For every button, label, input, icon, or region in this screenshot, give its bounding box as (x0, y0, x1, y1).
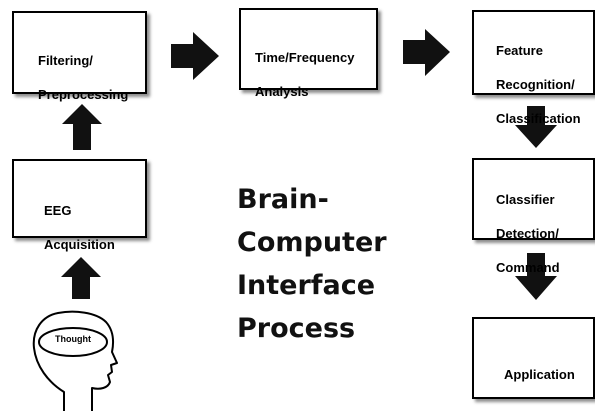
classifier-detection-box: Classifier Detection/ Command (472, 158, 595, 275)
feature-label-line-3: Classification (496, 111, 581, 126)
time-frequency-label-line-1: Time/Frequency (255, 50, 355, 65)
feature-recognition-box: Feature Recognition/ Classification (472, 10, 595, 126)
classifier-label-line-3: Command (496, 260, 560, 275)
head-icon (32, 310, 118, 411)
title-line-2: Computer (237, 227, 387, 258)
title-line-4: Process (237, 313, 356, 344)
title-line-1: Brain- (237, 184, 329, 215)
thought-label: Thought (55, 334, 91, 344)
filtering-label-line-2: Preprocessing (38, 87, 129, 102)
application-label: Application (504, 367, 575, 382)
feature-label-line-2: Recognition/ (496, 77, 575, 92)
arrow-eeg-to-filtering (62, 104, 102, 150)
arrow-head-to-eeg (61, 257, 101, 299)
classifier-label-line-2: Detection/ (496, 226, 559, 241)
filtering-label-line-1: Filtering/ (38, 53, 93, 68)
time-frequency-analysis-box: Time/Frequency Analysis (239, 8, 378, 99)
filtering-preprocessing-box: Filtering/ Preprocessing (12, 11, 147, 102)
application-box: Application (472, 317, 595, 399)
arrow-filtering-to-time-frequency (171, 32, 219, 80)
arrow-feature-to-classifier (515, 106, 557, 148)
eeg-label-line-2: Acquisition (44, 237, 115, 252)
classifier-label-line-1: Classifier (496, 192, 555, 207)
arrow-classifier-to-application (515, 253, 557, 300)
title-line-3: Interface (237, 270, 376, 301)
feature-label-line-1: Feature (496, 43, 543, 58)
eeg-acquisition-box: EEG Acquisition (12, 159, 147, 252)
eeg-label-line-1: EEG (44, 203, 72, 218)
arrow-time-frequency-to-feature (403, 29, 450, 76)
time-frequency-label-line-2: Analysis (255, 84, 309, 99)
diagram-title: Brain- Computer Interface Process (237, 178, 387, 350)
